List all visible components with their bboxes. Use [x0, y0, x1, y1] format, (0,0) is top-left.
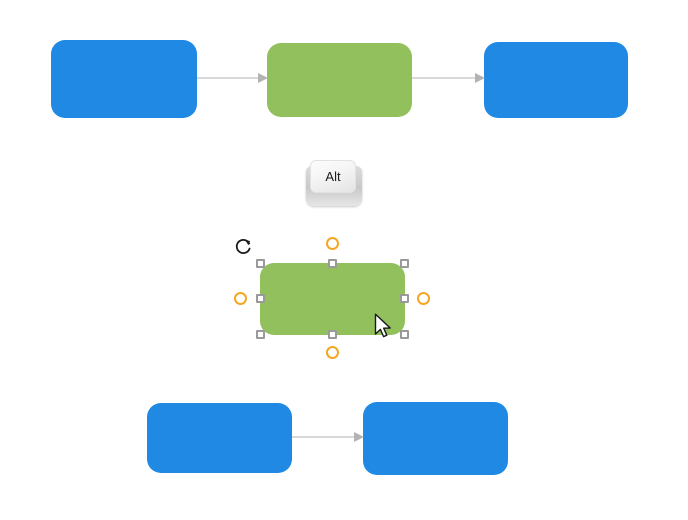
alt-key-hint: Alt [306, 160, 362, 206]
shape-bottom-box-2[interactable] [363, 402, 508, 475]
arrowhead-icon [258, 73, 268, 83]
handle-top-right[interactable] [400, 259, 409, 268]
shape-top-box-3[interactable] [484, 42, 628, 118]
rotate-clockwise-glyph [235, 239, 251, 254]
connector-line [292, 436, 363, 438]
handle-bottom-right[interactable] [400, 330, 409, 339]
connector-arrow-3[interactable] [292, 432, 364, 442]
handle-middle-right[interactable] [400, 294, 409, 303]
rotate-clockwise-icon[interactable] [233, 237, 253, 257]
connection-point-right[interactable] [417, 292, 430, 305]
arrowhead-icon [354, 432, 364, 442]
connection-point-bottom[interactable] [326, 346, 339, 359]
handle-bottom-left[interactable] [256, 330, 265, 339]
connection-point-top[interactable] [326, 237, 339, 250]
connector-arrow-2[interactable] [412, 73, 485, 83]
connector-line [412, 77, 484, 79]
connection-point-left[interactable] [234, 292, 247, 305]
arrowhead-icon [475, 73, 485, 83]
handle-top-left[interactable] [256, 259, 265, 268]
shape-selected-box[interactable] [260, 263, 405, 335]
handle-bottom-center[interactable] [328, 330, 337, 339]
connector-arrow-1[interactable] [197, 73, 268, 83]
key-top-face: Alt [310, 160, 356, 193]
alt-key-label: Alt [325, 169, 341, 184]
shape-top-box-2[interactable] [267, 43, 412, 117]
shape-top-box-1[interactable] [51, 40, 197, 118]
shape-bottom-box-1[interactable] [147, 403, 292, 473]
handle-top-center[interactable] [328, 259, 337, 268]
handle-middle-left[interactable] [256, 294, 265, 303]
connector-line [197, 77, 267, 79]
